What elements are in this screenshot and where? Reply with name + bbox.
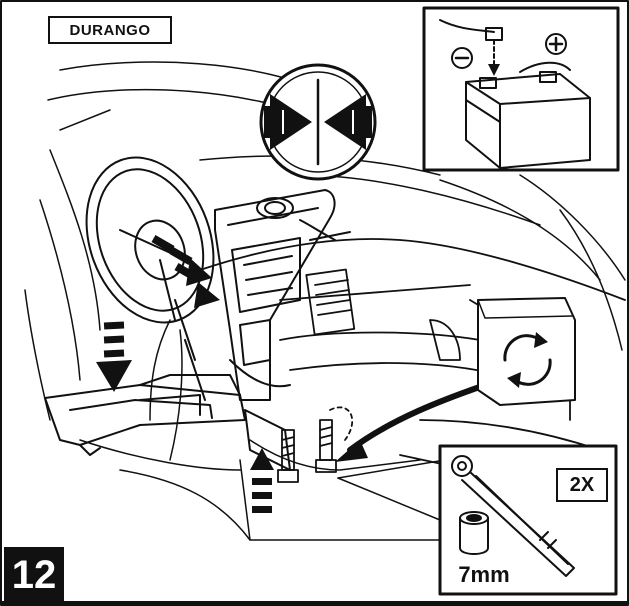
center-bezel [214, 189, 351, 471]
plus-circle-icon [545, 33, 567, 55]
battery-negative-disconnect-icon [439, 19, 591, 169]
knee-bolster-panel [44, 374, 246, 456]
door-panel [24, 149, 101, 421]
vehicle-label: DURANGO [48, 16, 172, 44]
step-number: 12 [4, 547, 64, 604]
callout-line [337, 459, 446, 479]
minus-circle-icon [451, 47, 473, 69]
removal-arrows [96, 235, 274, 513]
steering-wheel [85, 156, 215, 401]
battery-inset [422, 6, 620, 172]
mounting-bolts [277, 406, 354, 483]
socket-icon [459, 511, 489, 555]
pull-apart-arrows-icon [259, 63, 377, 181]
ratchet-wrench-icon [451, 455, 575, 577]
rotate-callout [477, 297, 576, 406]
socket-size-label: 7mm [458, 562, 510, 587]
callout-line [337, 477, 441, 521]
rotate-arrows-icon [503, 332, 552, 388]
floor-console [79, 319, 451, 541]
quantity-badge: 2X [556, 468, 608, 502]
